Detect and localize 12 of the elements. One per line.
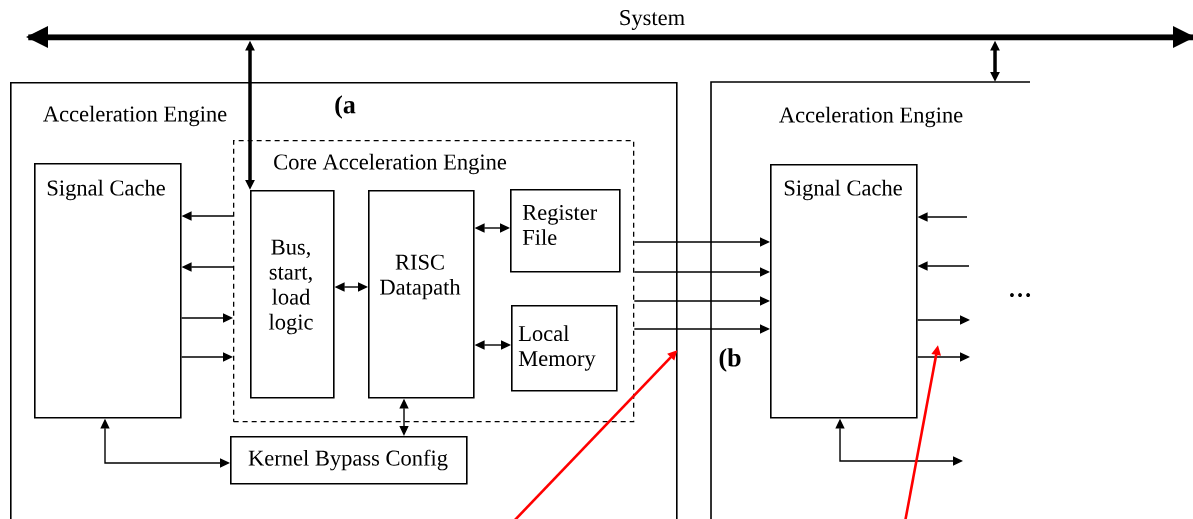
panel-label: (b [719, 348, 741, 372]
block-box: Signal Cache [34, 163, 182, 419]
block-box: Signal Cache [770, 164, 918, 419]
block-box: Kernel Bypass Config [230, 436, 468, 485]
panel-label: (a [335, 95, 356, 119]
node-label: System [620, 10, 685, 30]
panel-label: … [1010, 293, 1031, 297]
block-box: Register File [510, 189, 621, 273]
block-box: Bus, start, load logic [250, 190, 335, 399]
block-box: Local Memory [511, 305, 618, 392]
system-bus: System [26, 10, 1193, 48]
block-box: RISC Datapath [368, 190, 475, 399]
